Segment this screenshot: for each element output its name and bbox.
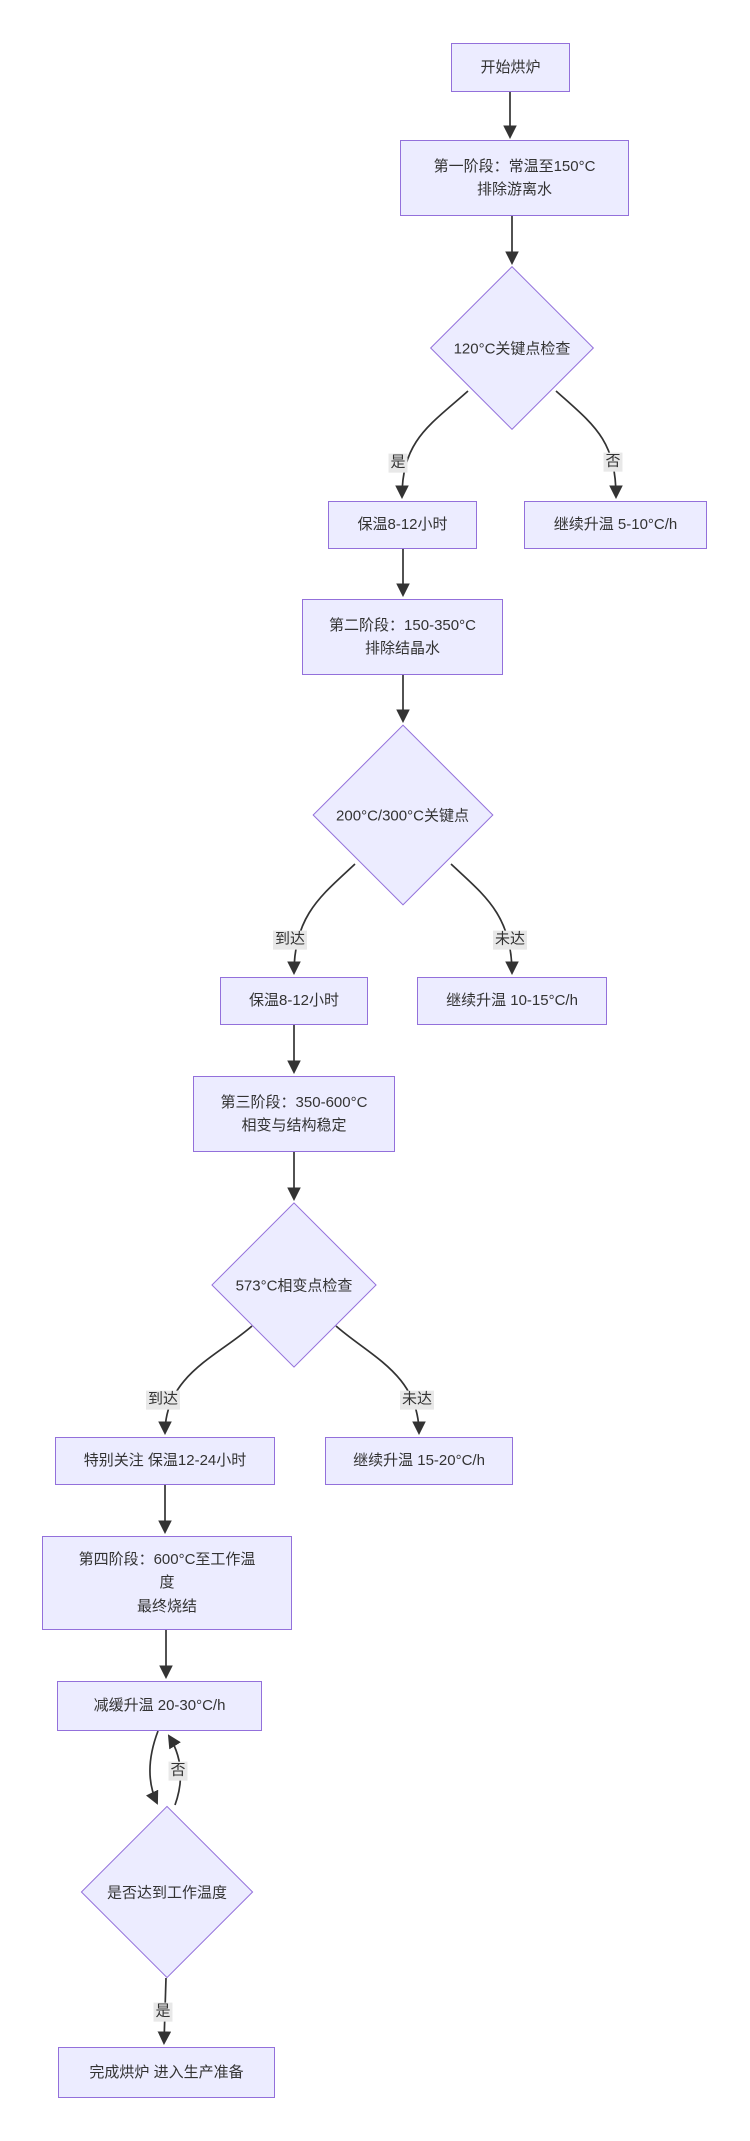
node-hold3: 特别关注 保温12-24小时: [55, 1437, 275, 1485]
node-stage4-label: 第四阶段：600°C至工作温 度 最终烧结: [78, 1551, 256, 1615]
node-check120-label: 120°C关键点检查: [453, 340, 571, 358]
node-check573: 573°C相变点检查: [211, 1202, 377, 1368]
node-hold1-label: 保温8-12小时: [357, 516, 448, 534]
node-cont3: 继续升温 15-20°C/h: [325, 1437, 513, 1485]
node-check200-label: 200°C/300°C关键点: [336, 807, 469, 824]
edge-check200-hold2: [287, 863, 356, 976]
edge-label-miss-200: 未达: [492, 930, 528, 950]
node-checkwork: 是否达到工作温度: [80, 1805, 254, 1979]
edge-label-yes-120: 是: [388, 453, 408, 473]
node-checkwork-label: 是否达到工作温度: [106, 1884, 228, 1902]
node-slow: 减缓升温 20-30°C/h: [57, 1681, 262, 1731]
node-start: 开始烘炉: [451, 43, 570, 92]
edge-label-reach-200: 到达: [272, 930, 308, 950]
edge-label-no-work: 否: [168, 1761, 188, 1781]
node-start-label: 开始烘炉: [480, 58, 541, 76]
node-finish: 完成烘炉 进入生产准备: [58, 2047, 275, 2098]
node-cont2-label: 继续升温 10-15°C/h: [446, 992, 578, 1010]
node-stage3: 第三阶段：350-600°C 相变与结构稳定: [193, 1076, 395, 1152]
node-slow-label: 减缓升温 20-30°C/h: [93, 1697, 226, 1715]
node-hold3-label: 特别关注 保温12-24小时: [83, 1452, 247, 1470]
node-stage2: 第二阶段：150-350°C 排除结晶水: [302, 599, 503, 675]
node-stage4: 第四阶段：600°C至工作温 度 最终烧结: [42, 1536, 292, 1630]
node-stage3-label: 第三阶段：350-600°C 相变与结构稳定: [220, 1093, 368, 1134]
node-finish-label: 完成烘炉 进入生产准备: [89, 2063, 244, 2081]
node-stage1-label: 第一阶段：常温至150°C 排除游离水: [433, 157, 596, 198]
node-cont1: 继续升温 5-10°C/h: [524, 501, 707, 549]
edge-check120-cont1: [555, 390, 623, 500]
node-hold2: 保温8-12小时: [220, 977, 368, 1025]
node-stage2-label: 第二阶段：150-350°C 排除结晶水: [329, 616, 476, 657]
node-hold1: 保温8-12小时: [328, 501, 477, 549]
edge-label-miss-573: 未达: [399, 1390, 435, 1410]
edge-label-reach-573: 到达: [145, 1390, 181, 1410]
node-check200: 200°C/300°C关键点: [311, 723, 494, 906]
node-cont3-label: 继续升温 15-20°C/h: [353, 1452, 485, 1470]
node-check573-label: 573°C相变点检查: [235, 1277, 353, 1295]
edge-check120-hold1: [395, 390, 469, 500]
node-stage1: 第一阶段：常温至150°C 排除游离水: [400, 140, 629, 216]
edge-label-no-120: 否: [603, 452, 623, 472]
edge-check200-cont2: [450, 863, 519, 976]
edge-check573-cont3: [335, 1325, 426, 1436]
node-cont2: 继续升温 10-15°C/h: [417, 977, 607, 1025]
edge-label-yes-work: 是: [153, 2002, 173, 2022]
edge-slow-checkwork: [145, 1730, 159, 1805]
edge-check573-hold3: [158, 1325, 253, 1436]
node-hold2-label: 保温8-12小时: [248, 992, 340, 1010]
node-cont1-label: 继续升温 5-10°C/h: [553, 516, 678, 534]
node-check120: 120°C关键点检查: [429, 265, 595, 431]
